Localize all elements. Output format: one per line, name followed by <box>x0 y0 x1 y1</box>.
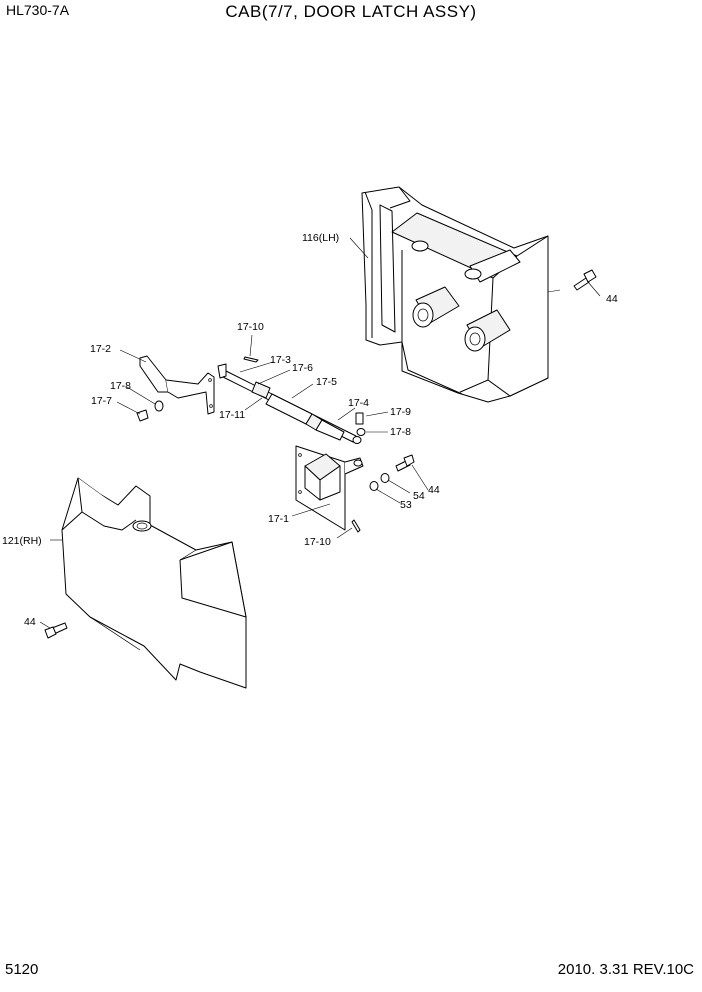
page-title: CAB(7/7, DOOR LATCH ASSY) <box>225 2 477 21</box>
label-17-4: 17-4 <box>348 397 369 409</box>
model-number: HL730-7A <box>6 2 70 18</box>
handle-17-2 <box>139 355 215 415</box>
label-44-right: 44 <box>428 484 440 496</box>
shaft-17-5 <box>217 363 362 444</box>
label-17-1: 17-1 <box>268 513 289 525</box>
revision-date: 2010. 3.31 REV.10C <box>557 961 694 978</box>
washer-17-8-left <box>154 400 164 412</box>
pin-17-10-upper <box>243 356 259 363</box>
cover-121-rh <box>61 477 247 689</box>
label-17-3: 17-3 <box>270 354 291 366</box>
washer-17-8-right <box>356 428 366 436</box>
bolt-44-upper <box>573 269 597 291</box>
leader-lines <box>39 237 601 629</box>
label-44-upper: 44 <box>606 293 618 305</box>
label-44-lower: 44 <box>24 616 36 628</box>
label-17-9: 17-9 <box>390 406 411 418</box>
label-121-rh: 121(RH) <box>2 535 42 547</box>
label-116-lh: 116(LH) <box>302 232 339 244</box>
label-17-10-lower: 17-10 <box>304 536 331 548</box>
bolt-44-lower <box>44 622 68 639</box>
label-53: 53 <box>400 499 412 511</box>
label-54: 54 <box>413 490 425 502</box>
label-17-8-left: 17-8 <box>110 380 131 392</box>
screw-17-9 <box>355 412 364 425</box>
label-17-2: 17-2 <box>90 343 111 355</box>
pin-17-10-lower <box>351 519 361 533</box>
label-17-5: 17-5 <box>316 376 337 388</box>
latch-body-17-1 <box>295 445 364 531</box>
bracket-116-lh <box>361 186 549 403</box>
washer-54 <box>380 473 390 483</box>
label-17-7: 17-7 <box>91 395 112 407</box>
label-17-6: 17-6 <box>292 362 313 374</box>
page-number: 5120 <box>5 961 39 978</box>
label-17-8-right: 17-8 <box>390 426 411 438</box>
washer-53 <box>369 481 379 491</box>
label-17-11: 17-11 <box>219 409 245 421</box>
bolt-17-7 <box>136 409 149 422</box>
label-17-10-upper: 17-10 <box>237 321 264 333</box>
bolt-44-right <box>395 454 415 472</box>
